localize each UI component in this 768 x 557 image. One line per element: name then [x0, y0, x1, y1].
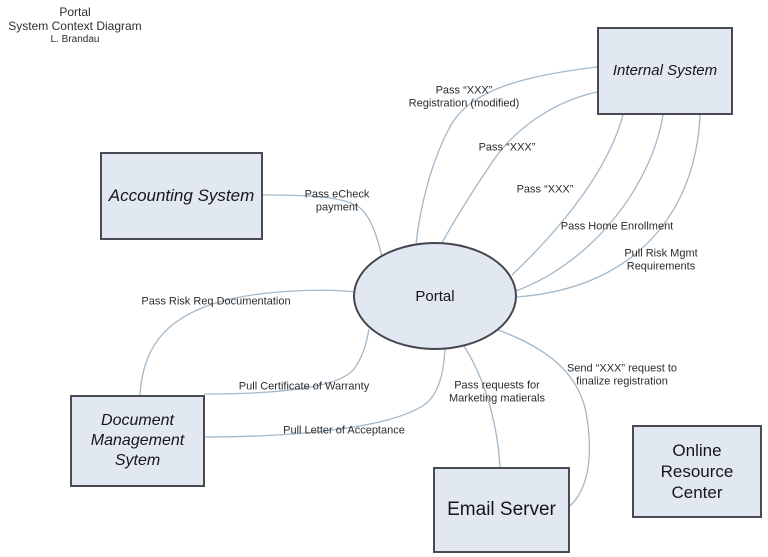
- edge-label-pass-xxx-1: Pass “XXX”: [478, 141, 536, 154]
- node-accounting-system-label: Accounting System: [108, 186, 255, 206]
- edge-pass-home-enrollment: [515, 114, 664, 292]
- edge-label-pass-xxx-2: Pass “XXX”: [516, 183, 574, 196]
- edge-label-send-xxx-request: Send “XXX” request to finalize registrat…: [566, 362, 678, 388]
- edge-pass-requests-marketing: [463, 345, 501, 468]
- edge-send-xxx-request: [497, 329, 591, 507]
- title-line-system-context: System Context Diagram: [8, 19, 142, 33]
- edge-label-pull-certificate-of-warranty: Pull Certificate of Warranty: [238, 380, 370, 393]
- node-internal-system-label: Internal System: [612, 61, 718, 79]
- edge-pass-xxx-registration-modified: [415, 66, 598, 245]
- edge-pull-certificate-of-warranty: [203, 328, 370, 395]
- node-internal-system: Internal System: [597, 27, 733, 115]
- edge-pull-letter-of-acceptance: [203, 348, 446, 438]
- node-portal-label: Portal: [415, 287, 455, 305]
- edge-label-pass-echeck-payment: Pass eCheck payment: [304, 188, 370, 214]
- edge-pass-echeck-payment: [262, 194, 383, 258]
- edge-label-pass-requests-marketing: Pass requests for Marketing matierals: [449, 379, 545, 405]
- title-line-author: L. Brandau: [50, 34, 100, 45]
- edge-pass-xxx-1: [441, 91, 598, 244]
- edge-pass-risk-req-documentation: [139, 289, 356, 396]
- node-document-management-system: Document Management Sytem: [70, 395, 205, 487]
- edge-label-pass-risk-req-documentation: Pass Risk Req Documentation: [141, 295, 291, 308]
- diagram-title: Portal System Context Diagram L. Brandau: [0, 5, 150, 45]
- node-email-server: Email Server: [433, 467, 570, 553]
- title-line-portal: Portal: [59, 5, 91, 19]
- edge-pull-risk-mgmt-requirements: [516, 114, 701, 298]
- node-portal: Portal: [353, 242, 517, 350]
- node-online-resource-center: Online Resource Center: [632, 425, 762, 518]
- node-email-server-label: Email Server: [447, 499, 556, 521]
- edge-pass-xxx-2: [511, 114, 624, 276]
- node-document-management-system-label: Document Management Sytem: [90, 412, 185, 469]
- edge-label-pull-risk-mgmt-requirements: Pull Risk Mgmt Requirements: [624, 247, 698, 273]
- edge-label-pass-home-enrollment: Pass Home Enrollment: [560, 220, 674, 233]
- node-accounting-system: Accounting System: [100, 152, 263, 240]
- node-online-resource-center-label: Online Resource Center: [660, 440, 734, 503]
- edge-label-pull-letter-of-acceptance: Pull Letter of Acceptance: [283, 424, 405, 437]
- edge-label-pass-xxx-registration-modified: Pass “XXX” Registration (modified): [408, 84, 520, 110]
